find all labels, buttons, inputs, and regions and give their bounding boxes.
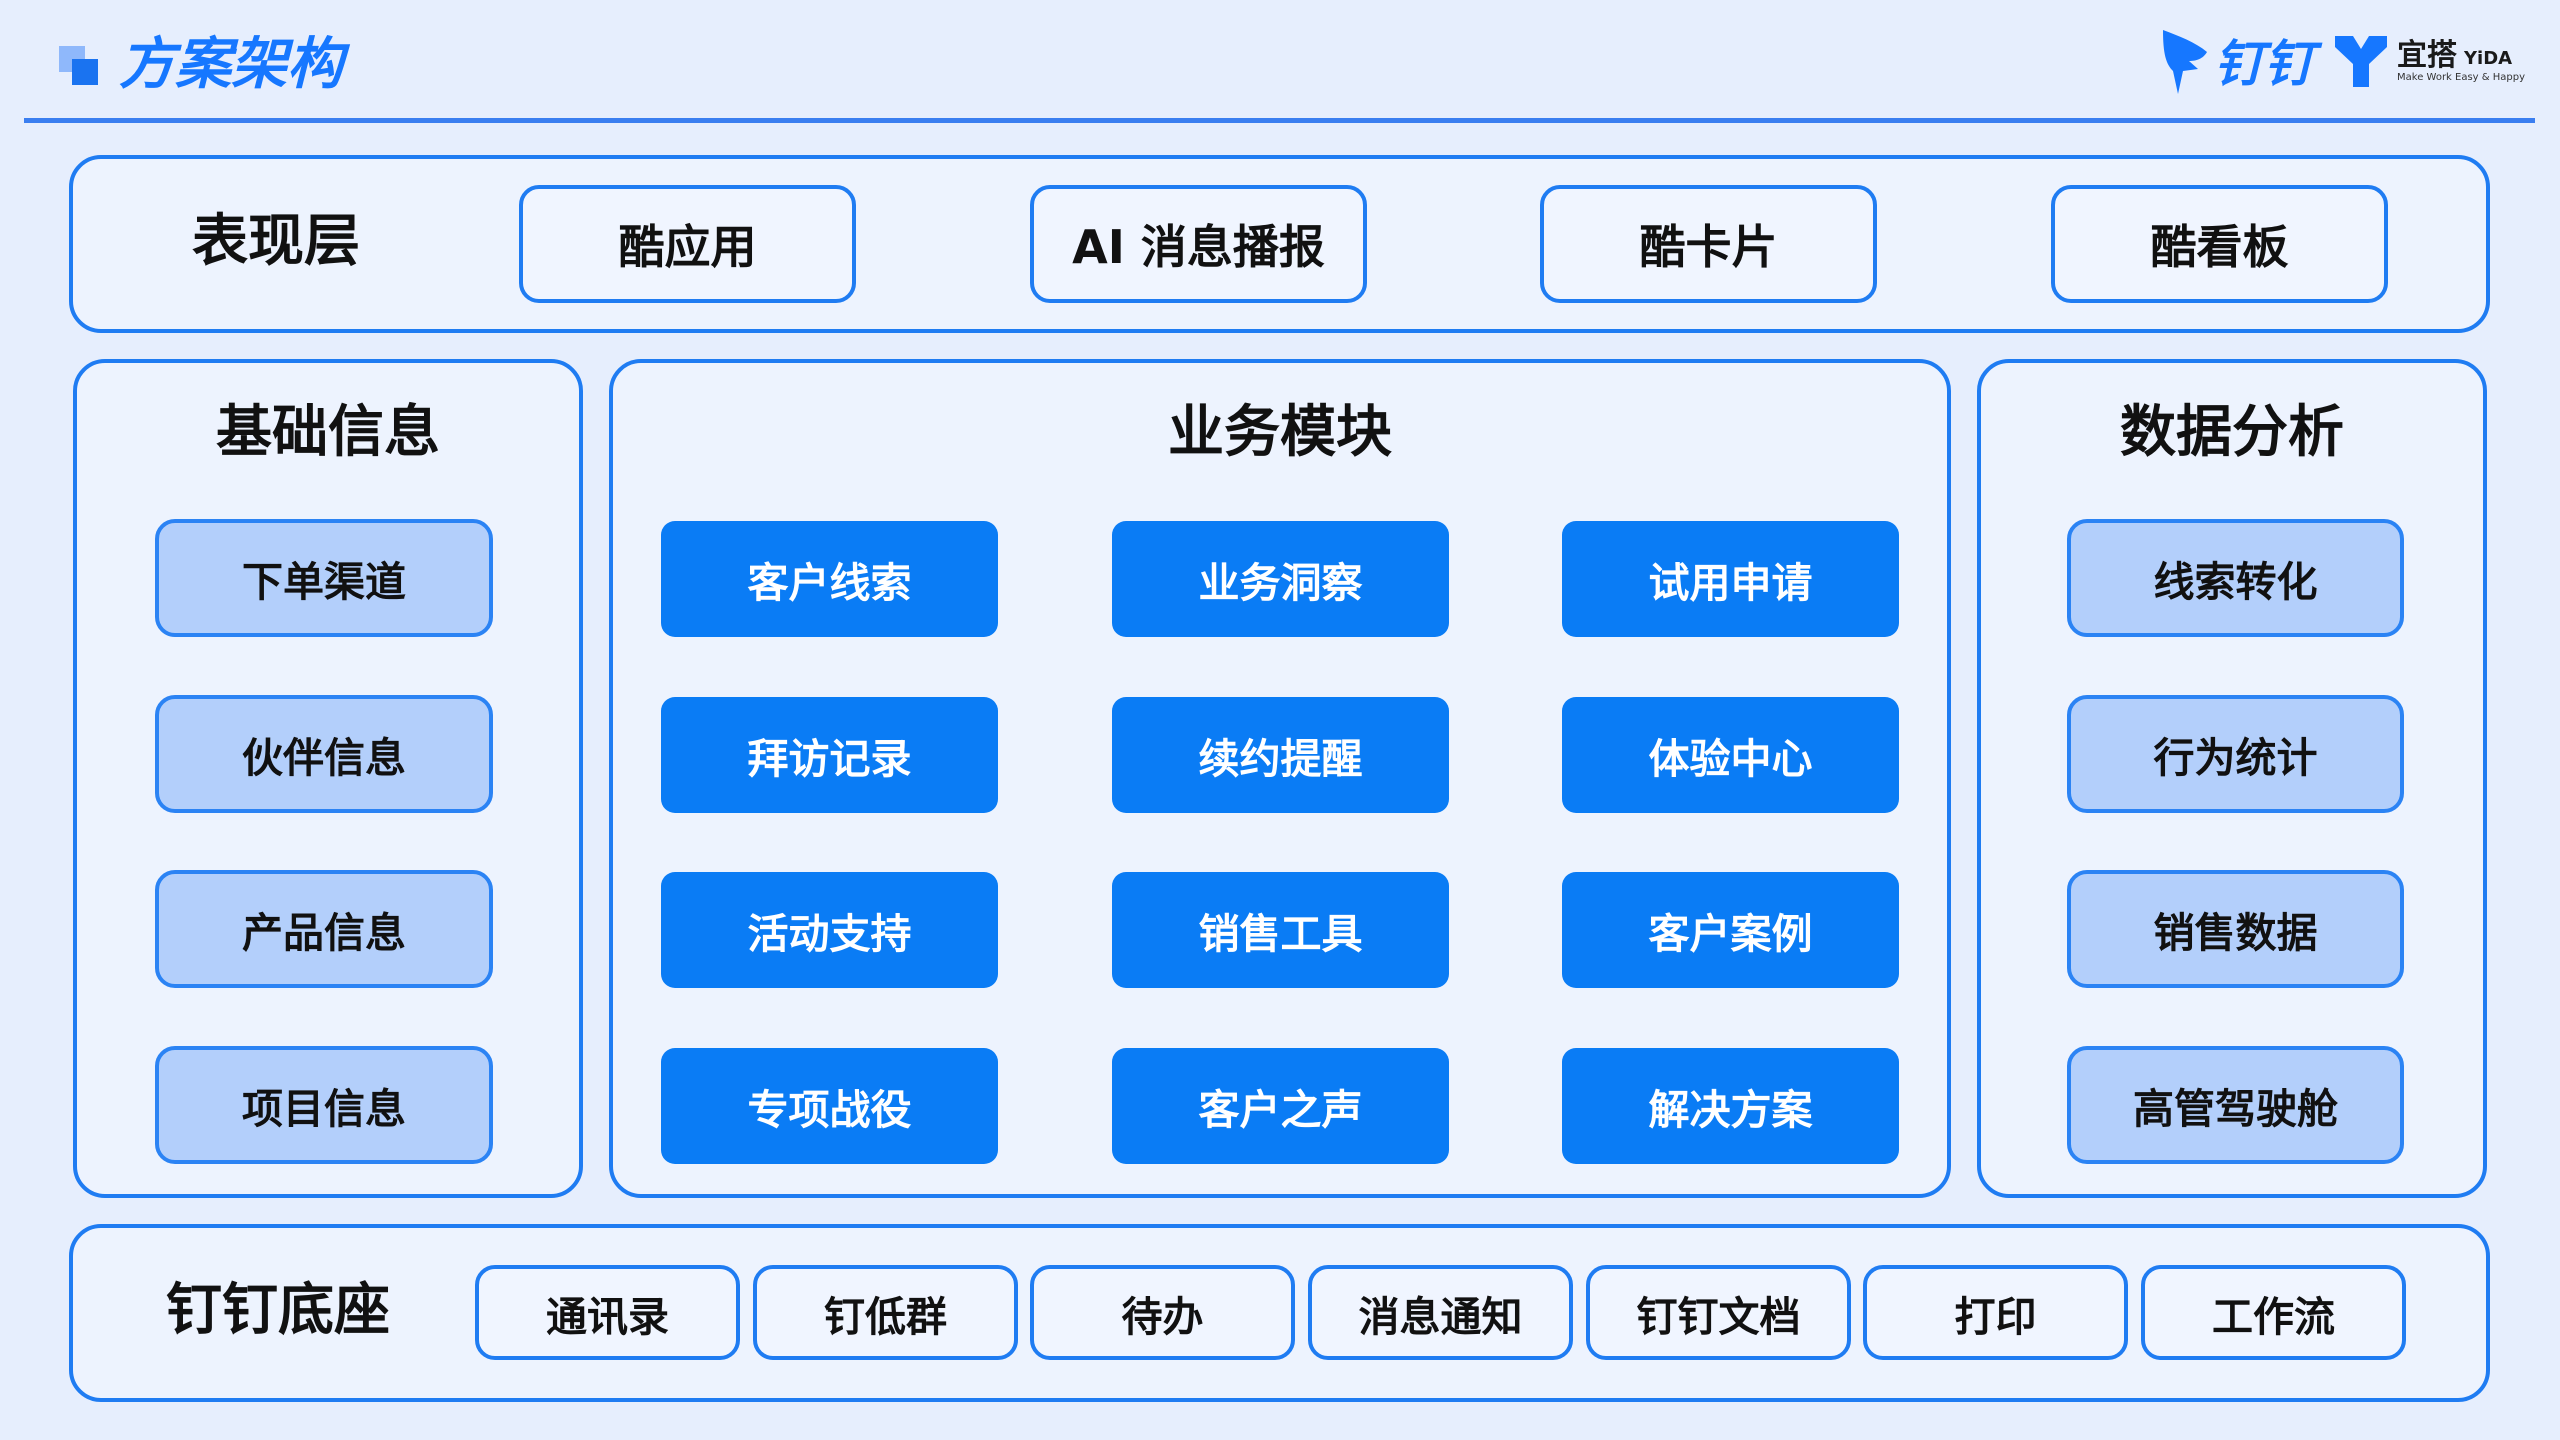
basic-info-title: 基础信息	[216, 400, 440, 465]
business-module-item: 客户案例	[1562, 872, 1899, 988]
dingtalk-base-item: 待办	[1030, 1265, 1295, 1360]
yida-logo-text: 宜搭	[2397, 38, 2457, 73]
dingtalk-logo-icon	[2163, 30, 2207, 94]
yida-logo-icon	[2335, 36, 2387, 87]
data-analysis-title: 数据分析	[2120, 400, 2344, 465]
presentation-item: AI 消息播报	[1030, 185, 1367, 303]
data-analysis-item: 线索转化	[2067, 519, 2404, 637]
page-title: 方案架构	[119, 32, 343, 97]
dingtalk-base-item: 钉钉文档	[1586, 1265, 1851, 1360]
data-analysis-item: 高管驾驶舱	[2067, 1046, 2404, 1164]
dingtalk-base-item: 钉低群	[753, 1265, 1018, 1360]
yida-slogan: Make Work Easy & Happy	[2397, 72, 2526, 83]
basic-info-item: 下单渠道	[155, 519, 493, 637]
data-analysis-item: 销售数据	[2067, 870, 2404, 988]
business-module-item: 体验中心	[1562, 697, 1899, 813]
yida-logo-text-en: YiDA	[2464, 48, 2513, 69]
basic-info-item: 产品信息	[155, 870, 493, 988]
dingtalk-base-item: 消息通知	[1308, 1265, 1573, 1360]
business-module-item: 客户线索	[661, 521, 998, 637]
business-module-item: 续约提醒	[1112, 697, 1449, 813]
basic-info-item: 项目信息	[155, 1046, 493, 1164]
business-module-item: 拜访记录	[661, 697, 998, 813]
presentation-item: 酷看板	[2051, 185, 2388, 303]
header-divider	[24, 118, 2535, 123]
presentation-layer-label: 表现层	[192, 209, 360, 274]
presentation-item: 酷应用	[519, 185, 856, 303]
title-square-dark	[72, 59, 98, 85]
dingtalk-base-item: 工作流	[2141, 1265, 2406, 1360]
data-analysis-item: 行为统计	[2067, 695, 2404, 813]
dingtalk-logo-text: 钉钉	[2214, 35, 2314, 93]
basic-info-item: 伙伴信息	[155, 695, 493, 813]
business-module-item: 销售工具	[1112, 872, 1449, 988]
business-module-item: 业务洞察	[1112, 521, 1449, 637]
presentation-item: 酷卡片	[1540, 185, 1877, 303]
business-module-item: 活动支持	[661, 872, 998, 988]
business-module-item: 专项战役	[661, 1048, 998, 1164]
business-module-item: 解决方案	[1562, 1048, 1899, 1164]
dingtalk-base-item: 通讯录	[475, 1265, 740, 1360]
dingtalk-base-label: 钉钉底座	[166, 1278, 390, 1343]
dingtalk-base-item: 打印	[1863, 1265, 2128, 1360]
business-modules-title: 业务模块	[1168, 400, 1392, 465]
business-module-item: 客户之声	[1112, 1048, 1449, 1164]
business-module-item: 试用申请	[1562, 521, 1899, 637]
